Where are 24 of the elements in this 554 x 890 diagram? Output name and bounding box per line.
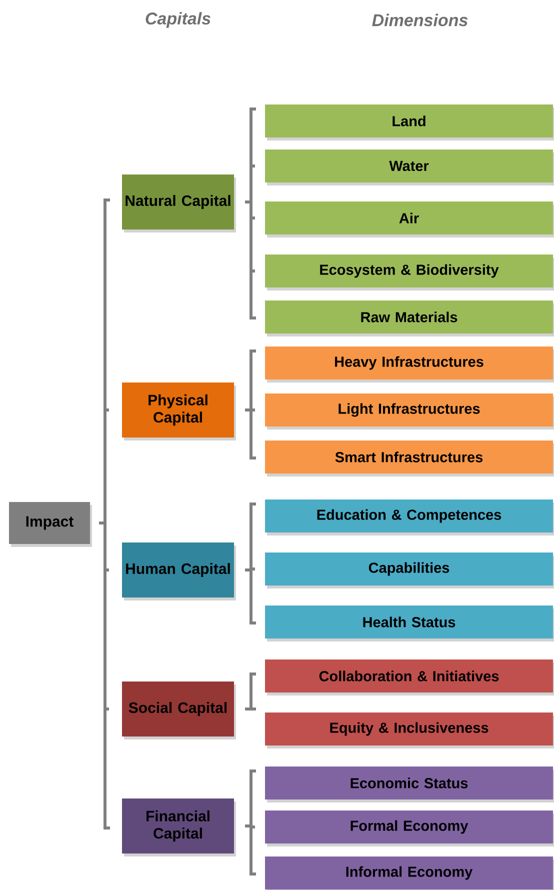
capital-box: Human Capital: [122, 542, 236, 600]
dimension-box: Equity & Inclusiveness: [265, 712, 554, 748]
capital-box: Social Capital: [122, 682, 236, 740]
dimension-box: Ecosystem & Biodiversity: [265, 254, 554, 290]
capital-box: Natural Capital: [122, 174, 236, 232]
dimension-box: Air: [265, 202, 554, 238]
dimension-box: Education & Competences: [265, 500, 554, 536]
dimension-box: Capabilities: [265, 552, 554, 588]
dimension-box: Informal Economy: [265, 856, 554, 890]
dimension-box: Land: [265, 104, 554, 140]
dimension-box: Smart Infrastructures: [265, 440, 554, 476]
dimension-box: Heavy Infrastructures: [265, 346, 554, 382]
dimension-box: Collaboration & Initiatives: [265, 660, 554, 696]
column-heading: Dimensions: [372, 14, 468, 26]
capital-box: Physical Capital: [122, 382, 236, 440]
capital-box: Financial Capital: [122, 798, 236, 856]
column-heading: Capitals: [146, 12, 210, 28]
dimension-box: Raw Materials: [265, 300, 554, 336]
dimension-box: Economic Status: [265, 766, 554, 802]
dimension-box: Light Infrastructures: [265, 394, 554, 430]
dimension-box: Water: [265, 149, 554, 186]
dimension-box: Health Status: [265, 606, 554, 642]
dimension-box: Formal Economy: [265, 810, 554, 846]
root-box: Impact: [9, 502, 92, 547]
